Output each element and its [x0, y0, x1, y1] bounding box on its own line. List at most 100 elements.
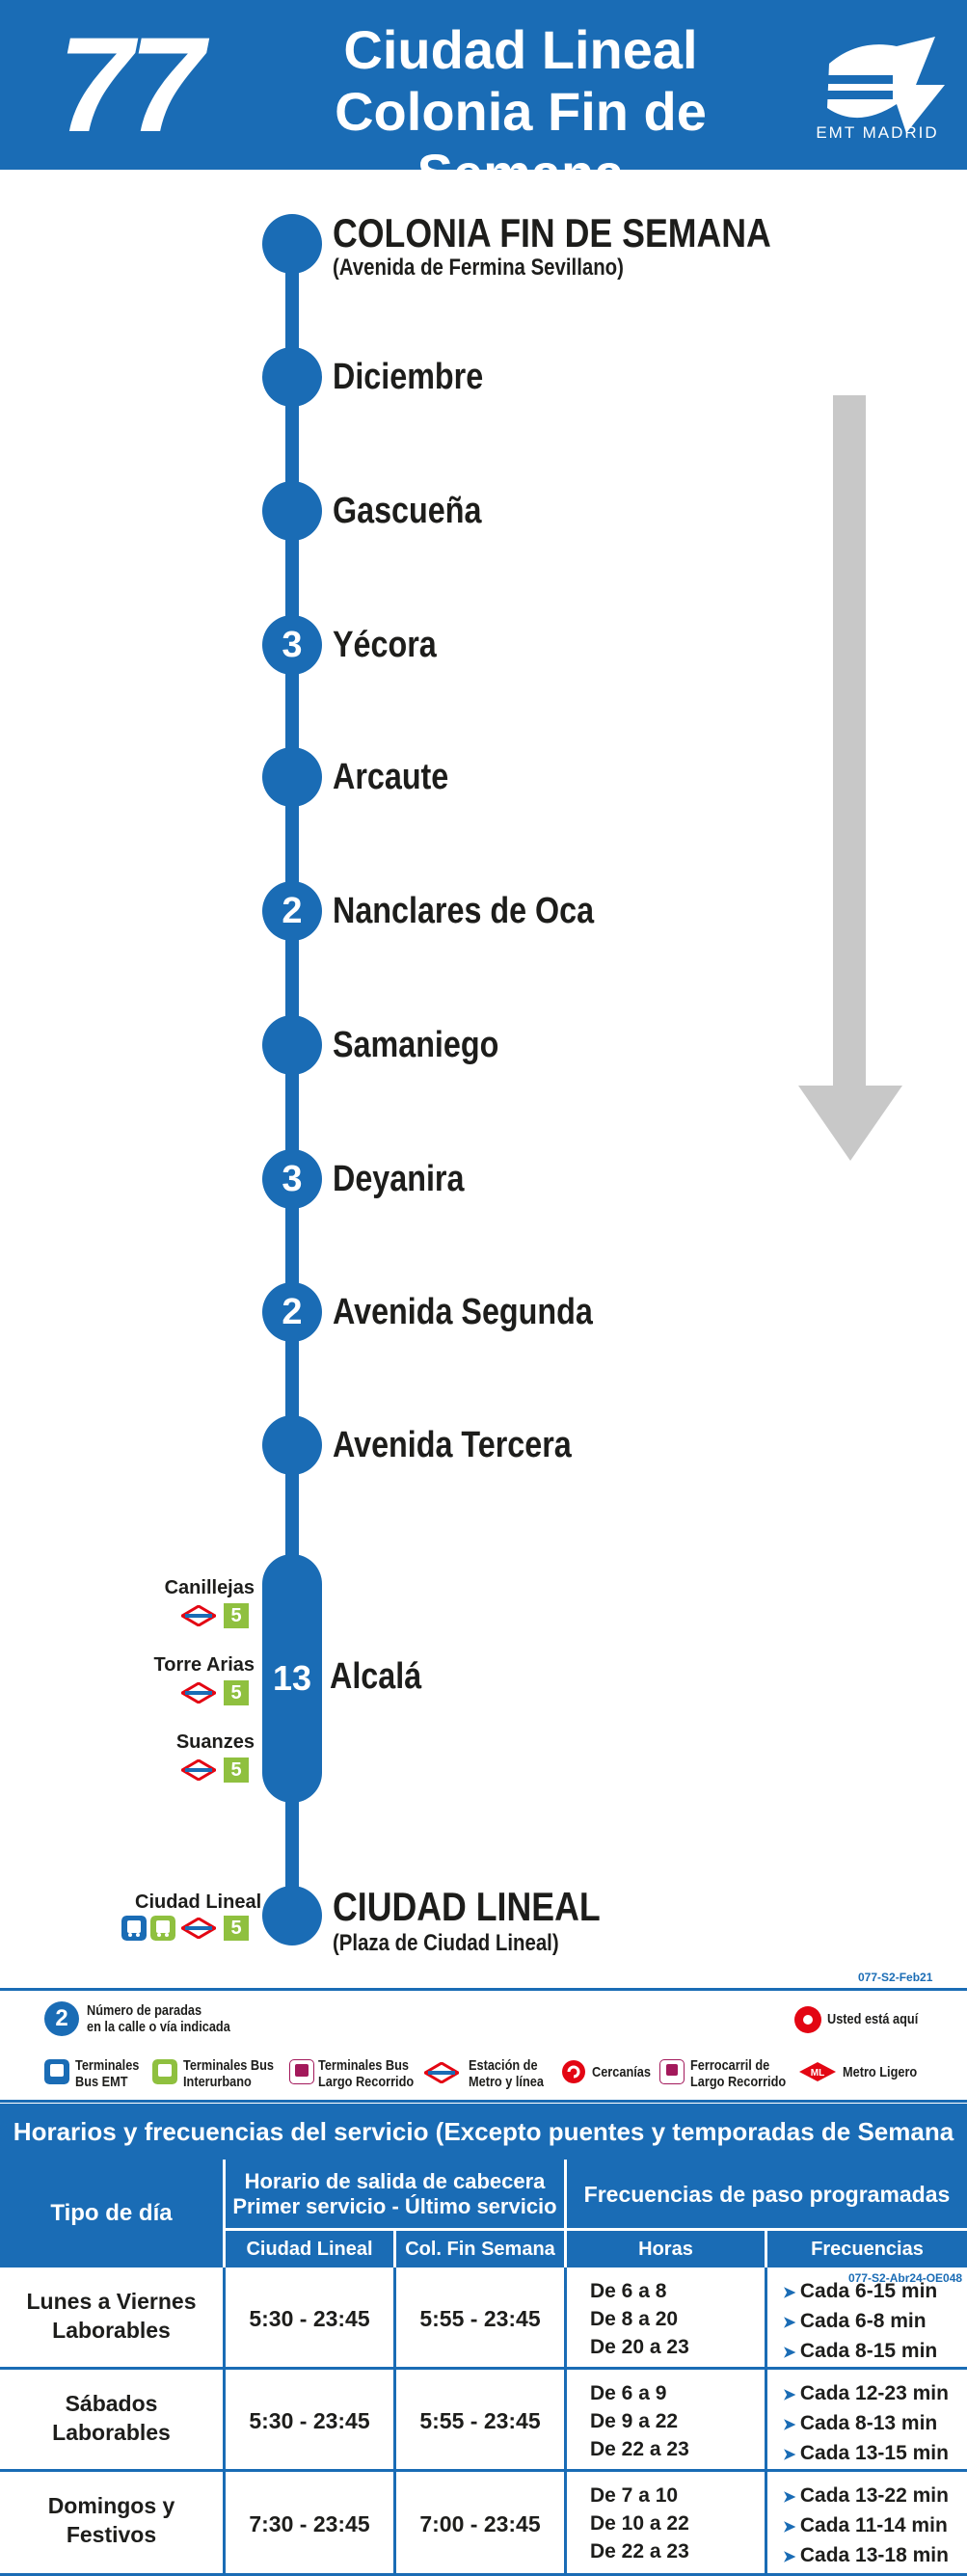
stop-ciudad-lineal: CIUDAD LINEAL (Plaza de Ciudad Lineal): [0, 1882, 967, 1956]
frequency-value: Cada 13-18 min: [799, 2544, 949, 2566]
connection-torre-arias: Torre Arias: [153, 1654, 255, 1676]
stop-avenida-segunda: 2 Avenida Segunda: [0, 1282, 967, 1350]
stop-count-badge: 2: [262, 881, 322, 941]
row-frecuencias: ➤ Cada 12-23 min➤ Cada 8-13 min➤ Cada 13…: [767, 2370, 967, 2472]
stop-gascuena: Gascueña: [0, 481, 967, 549]
route-title: Ciudad Lineal Colonia Fin de Semana: [260, 19, 781, 204]
legend-divider-bottom: [0, 2100, 967, 2103]
metro-line-badge: 5: [224, 1680, 249, 1705]
stop-subtitle: (Avenida de Fermina Sevillano): [333, 255, 624, 281]
stop-arcaute: Arcaute: [0, 747, 967, 815]
hour-range: De 7 a 10: [590, 2484, 679, 2507]
legend-text: Terminales: [75, 2057, 140, 2074]
hour-range: De 9 a 22: [590, 2410, 679, 2432]
row-ciudad-lineal-times: 5:30 - 23:45: [226, 2267, 396, 2370]
frequency-value: Cada 6-15 min: [799, 2280, 938, 2302]
arrow-icon: ➤: [783, 2315, 800, 2331]
arrow-icon: ➤: [783, 2285, 800, 2301]
stop-name: Avenida Segunda: [333, 1292, 593, 1332]
connection-suanzes: Suanzes: [175, 1731, 255, 1753]
cercanias-icon: [562, 2060, 585, 2083]
stop-name: Yécora: [333, 625, 437, 665]
direction-arrow-shaft: [833, 395, 866, 1089]
document-code: 077-S2-Feb21: [858, 1971, 933, 1984]
stop-count-badge: 3: [262, 1149, 322, 1209]
interurban-bus-terminal-icon: [152, 2059, 177, 2084]
route-title-line-1: Ciudad Lineal: [343, 19, 698, 80]
schedule-code: 077-S2-Abr24-OE048: [848, 2271, 963, 2285]
legend-metro-ligero: Metro Ligero: [843, 2064, 918, 2080]
row-col-fin-semana-times: 5:55 - 23:45: [396, 2370, 567, 2472]
direction-arrow-icon: [798, 1086, 902, 1161]
stop-name: Diciembre: [333, 357, 484, 397]
stop-name: CIUDAD LINEAL: [333, 1884, 601, 1929]
stop-dot: [262, 1415, 322, 1475]
emt-logo-icon: [821, 37, 945, 133]
emt-bus-terminal-icon: [121, 1916, 147, 1941]
arrow-icon: ➤: [783, 2519, 800, 2536]
legend-stop-count-sample: 2: [44, 2001, 79, 2036]
metro-icon: [181, 1918, 216, 1939]
stop-dot: [262, 1015, 322, 1075]
frequency-line: ➤ Cada 13-15 min: [783, 2439, 967, 2469]
header-horario-line-1: Horario de salida de cabecera: [244, 2169, 546, 2193]
hour-range: De 10 a 22: [590, 2512, 689, 2535]
tipo-dia-line: Sábados: [65, 2391, 158, 2416]
frequency-line: ➤ Cada 8-15 min: [783, 2337, 967, 2367]
long-distance-bus-icon: [289, 2059, 314, 2084]
row-ciudad-lineal-times: 7:30 - 23:45: [226, 2472, 396, 2576]
row-frecuencias: ➤ Cada 13-22 min➤ Cada 11-14 min➤ Cada 1…: [767, 2472, 967, 2576]
legend-text: Estación de: [469, 2057, 538, 2074]
header-frecuencias-programadas: Frecuencias de paso programadas: [567, 2160, 967, 2229]
connection-ciudad-lineal: Ciudad Lineal: [135, 1892, 262, 1913]
legend-text: Número de paradas: [87, 2002, 202, 2019]
stop-dot: [262, 347, 322, 407]
connection-canillejas: Canillejas: [164, 1577, 255, 1598]
schedule-title: Horarios y frecuencias del servicio (Exc…: [0, 2104, 967, 2202]
header-divider: [226, 2228, 967, 2231]
header-frecuencias: Frecuencias: [767, 2231, 967, 2267]
frequency-value: Cada 13-15 min: [799, 2442, 949, 2464]
stop-name: Avenida Tercera: [333, 1425, 572, 1465]
header-tipo-dia: Tipo de día: [0, 2160, 226, 2267]
metro-icon: [181, 1605, 216, 1626]
legend-text: Bus EMT: [75, 2074, 128, 2090]
you-are-here-icon: [794, 2006, 821, 2033]
stop-deyanira: 3 Deyanira: [0, 1149, 967, 1217]
stop-samaniego: Samaniego: [0, 1015, 967, 1083]
tipo-dia-line: Lunes a Viernes: [26, 2289, 197, 2314]
stop-name: COLONIA FIN DE SEMANA: [333, 210, 771, 255]
arrow-icon: ➤: [783, 2417, 800, 2433]
legend-text: Metro y línea: [469, 2074, 544, 2090]
metro-icon: [424, 2062, 459, 2083]
stop-name: Gascueña: [333, 491, 482, 531]
metro-icon: [181, 1759, 216, 1781]
stop-avenida-tercera: Avenida Tercera: [0, 1415, 967, 1483]
legend-text: Interurbano: [183, 2074, 252, 2090]
tipo-dia-line: Laborables: [52, 2420, 171, 2445]
tipo-dia-line: Domingos y: [47, 2493, 175, 2518]
stop-name: Nanclares de Oca: [333, 891, 595, 931]
frequency-line: ➤ Cada 13-18 min: [783, 2541, 967, 2571]
stop-diciembre: Diciembre: [0, 347, 967, 415]
frequency-value: Cada 8-13 min: [799, 2412, 938, 2434]
arrow-icon: ➤: [783, 2447, 800, 2463]
stop-dot: [262, 747, 322, 807]
frequency-value: Cada 13-22 min: [799, 2484, 949, 2507]
row-col-fin-semana-times: 5:55 - 23:45: [396, 2267, 567, 2370]
stop-name: Samaniego: [333, 1025, 499, 1065]
hour-range: De 22 a 23: [590, 2438, 689, 2460]
metro-line-badge: 5: [224, 1758, 249, 1783]
metro-ligero-icon: ML: [799, 2062, 836, 2081]
frequency-line: ➤ Cada 6-15 min: [783, 2277, 967, 2307]
long-distance-rail-icon: [659, 2059, 685, 2084]
frequency-line: ➤ Cada 12-23 min: [783, 2379, 967, 2409]
